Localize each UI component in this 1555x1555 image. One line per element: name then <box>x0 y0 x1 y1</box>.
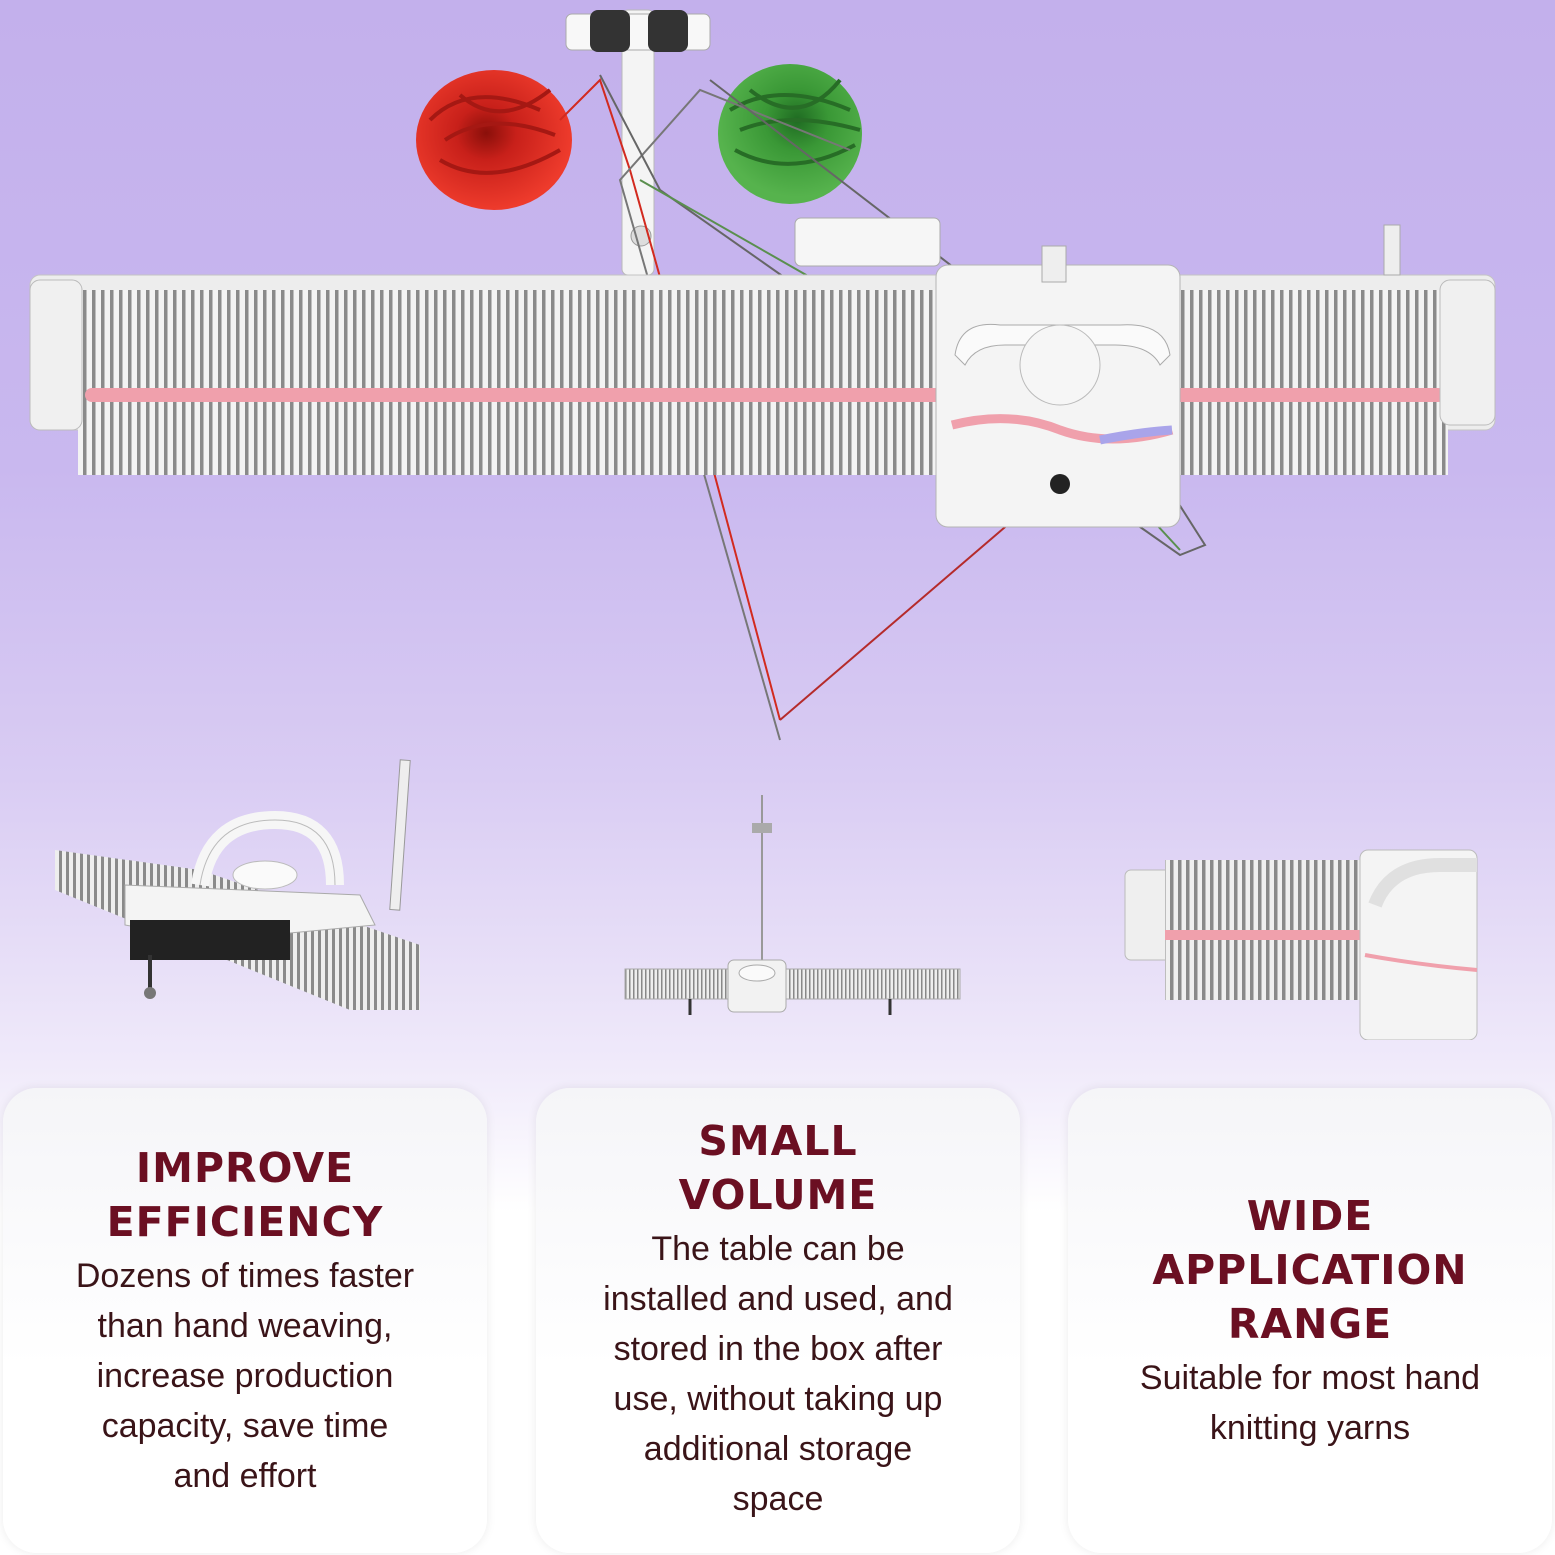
hero-machine-image <box>0 0 1555 760</box>
card-title: WIDE APPLICATION RANGE <box>1152 1191 1468 1348</box>
feature-card-improve-efficiency: IMPROVE EFFICIENCY Dozens of times faste… <box>3 1088 487 1553</box>
thumbnail-row <box>0 755 1555 1055</box>
needle-bed <box>29 217 1496 475</box>
card-body: Suitable for most hand knitting yarns <box>1139 1358 1481 1447</box>
thumb-carriage-closeup <box>55 759 420 1010</box>
card-title: IMPROVE EFFICIENCY <box>106 1143 384 1246</box>
yarn-mast <box>565 9 711 276</box>
green-yarn-ball <box>718 64 862 204</box>
feature-card-small-volume: SMALL VOLUME The table can be installed … <box>536 1088 1020 1553</box>
card-body: The table can be installed and used, and… <box>603 1230 953 1518</box>
card-title: SMALL VOLUME <box>678 1117 878 1219</box>
knitting-machine-illustration <box>29 9 1496 741</box>
card-body: Dozens of times faster than hand weaving… <box>75 1256 415 1495</box>
thumb-full-machine <box>624 795 961 1015</box>
red-yarn-ball <box>416 70 572 210</box>
feature-cards: IMPROVE EFFICIENCY Dozens of times faste… <box>0 1088 1555 1555</box>
carriage <box>935 245 1181 528</box>
feature-card-wide-application-range: WIDE APPLICATION RANGE Suitable for most… <box>1068 1088 1552 1553</box>
thumb-needle-bed-end <box>1124 849 1478 1040</box>
